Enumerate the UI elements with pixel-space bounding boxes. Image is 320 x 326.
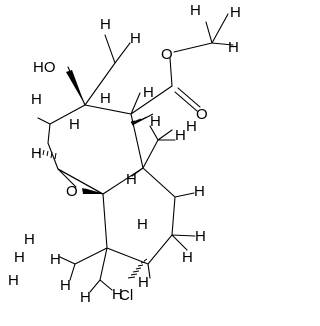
h-label: H <box>80 289 91 306</box>
h-label: H <box>228 39 239 56</box>
h-label: H <box>182 249 193 266</box>
h-label: H <box>8 272 19 289</box>
h-label: H <box>69 116 80 133</box>
h-label: H <box>143 84 154 101</box>
h-label: H <box>14 249 25 266</box>
h-label: H <box>195 228 206 245</box>
h-label: H <box>150 113 161 130</box>
h-label: H <box>100 16 111 33</box>
h-label: H <box>112 286 123 303</box>
molecule-diagram: HO H H H H H H H H H H H H H H H H H H H… <box>8 2 241 306</box>
h-label: H <box>186 118 197 135</box>
h-label: H <box>31 145 42 162</box>
hydroxyl-label: HO <box>33 59 56 76</box>
h-label: H <box>175 127 186 144</box>
hashed-bonds <box>38 113 154 279</box>
h-label: H <box>24 231 35 248</box>
ester-oxygen-label: O <box>161 46 173 63</box>
h-label: H <box>31 91 42 108</box>
h-label: H <box>190 2 201 19</box>
h-label: H <box>194 183 205 200</box>
h-label: H <box>230 4 241 21</box>
h-label: H <box>126 171 137 188</box>
h-label: H <box>137 216 148 233</box>
structure-svg: HO H H H H H H H H H H H H H H H H H H H… <box>8 2 241 306</box>
carbonyl-oxygen-label: O <box>196 106 208 123</box>
chlorine-label: Cl <box>119 287 133 304</box>
wedge-bonds <box>66 70 103 194</box>
h-label: H <box>60 277 71 294</box>
h-label: H <box>50 251 61 268</box>
h-label: H <box>138 274 149 291</box>
atom-labels: HO H H H H H H H H H H H H H H H H H H H… <box>8 2 241 306</box>
h-label: H <box>130 30 141 47</box>
h-label: H <box>100 90 111 107</box>
bond-lines <box>37 13 234 293</box>
epoxide-oxygen-label: O <box>66 183 78 200</box>
